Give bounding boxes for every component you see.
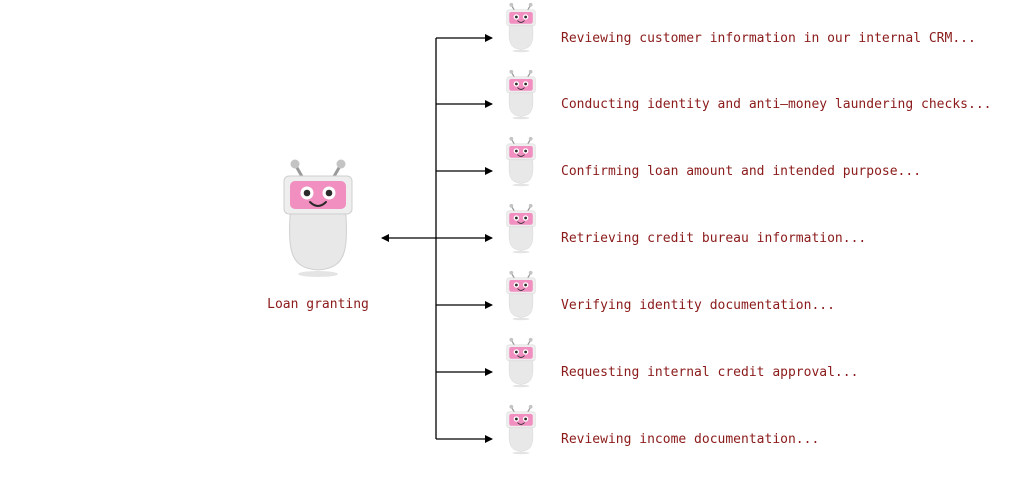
step-label-5: Verifying identity documentation... bbox=[561, 298, 835, 313]
main-robot-icon bbox=[282, 158, 354, 279]
sub-robot-icon-2 bbox=[506, 69, 536, 120]
sub-robot-icon-4 bbox=[506, 203, 536, 254]
sub-robot-icon-6 bbox=[506, 337, 536, 388]
step-label-6: Requesting internal credit approval... bbox=[561, 365, 859, 380]
sub-robot-icon-3 bbox=[506, 136, 536, 187]
step-label-2: Conducting identity and anti—money laund… bbox=[561, 97, 992, 112]
step-label-4: Retrieving credit bureau information... bbox=[561, 231, 867, 246]
step-label-1: Reviewing customer information in our in… bbox=[561, 31, 976, 46]
step-label-3: Confirming loan amount and intended purp… bbox=[561, 164, 922, 179]
step-label-7: Reviewing income documentation... bbox=[561, 432, 820, 447]
connectors bbox=[381, 34, 493, 443]
sub-robot-icon-7 bbox=[506, 404, 536, 455]
sub-robot-icon-5 bbox=[506, 270, 536, 321]
main-agent-label: Loan granting bbox=[267, 297, 369, 312]
sub-robot-icon-1 bbox=[506, 2, 536, 53]
